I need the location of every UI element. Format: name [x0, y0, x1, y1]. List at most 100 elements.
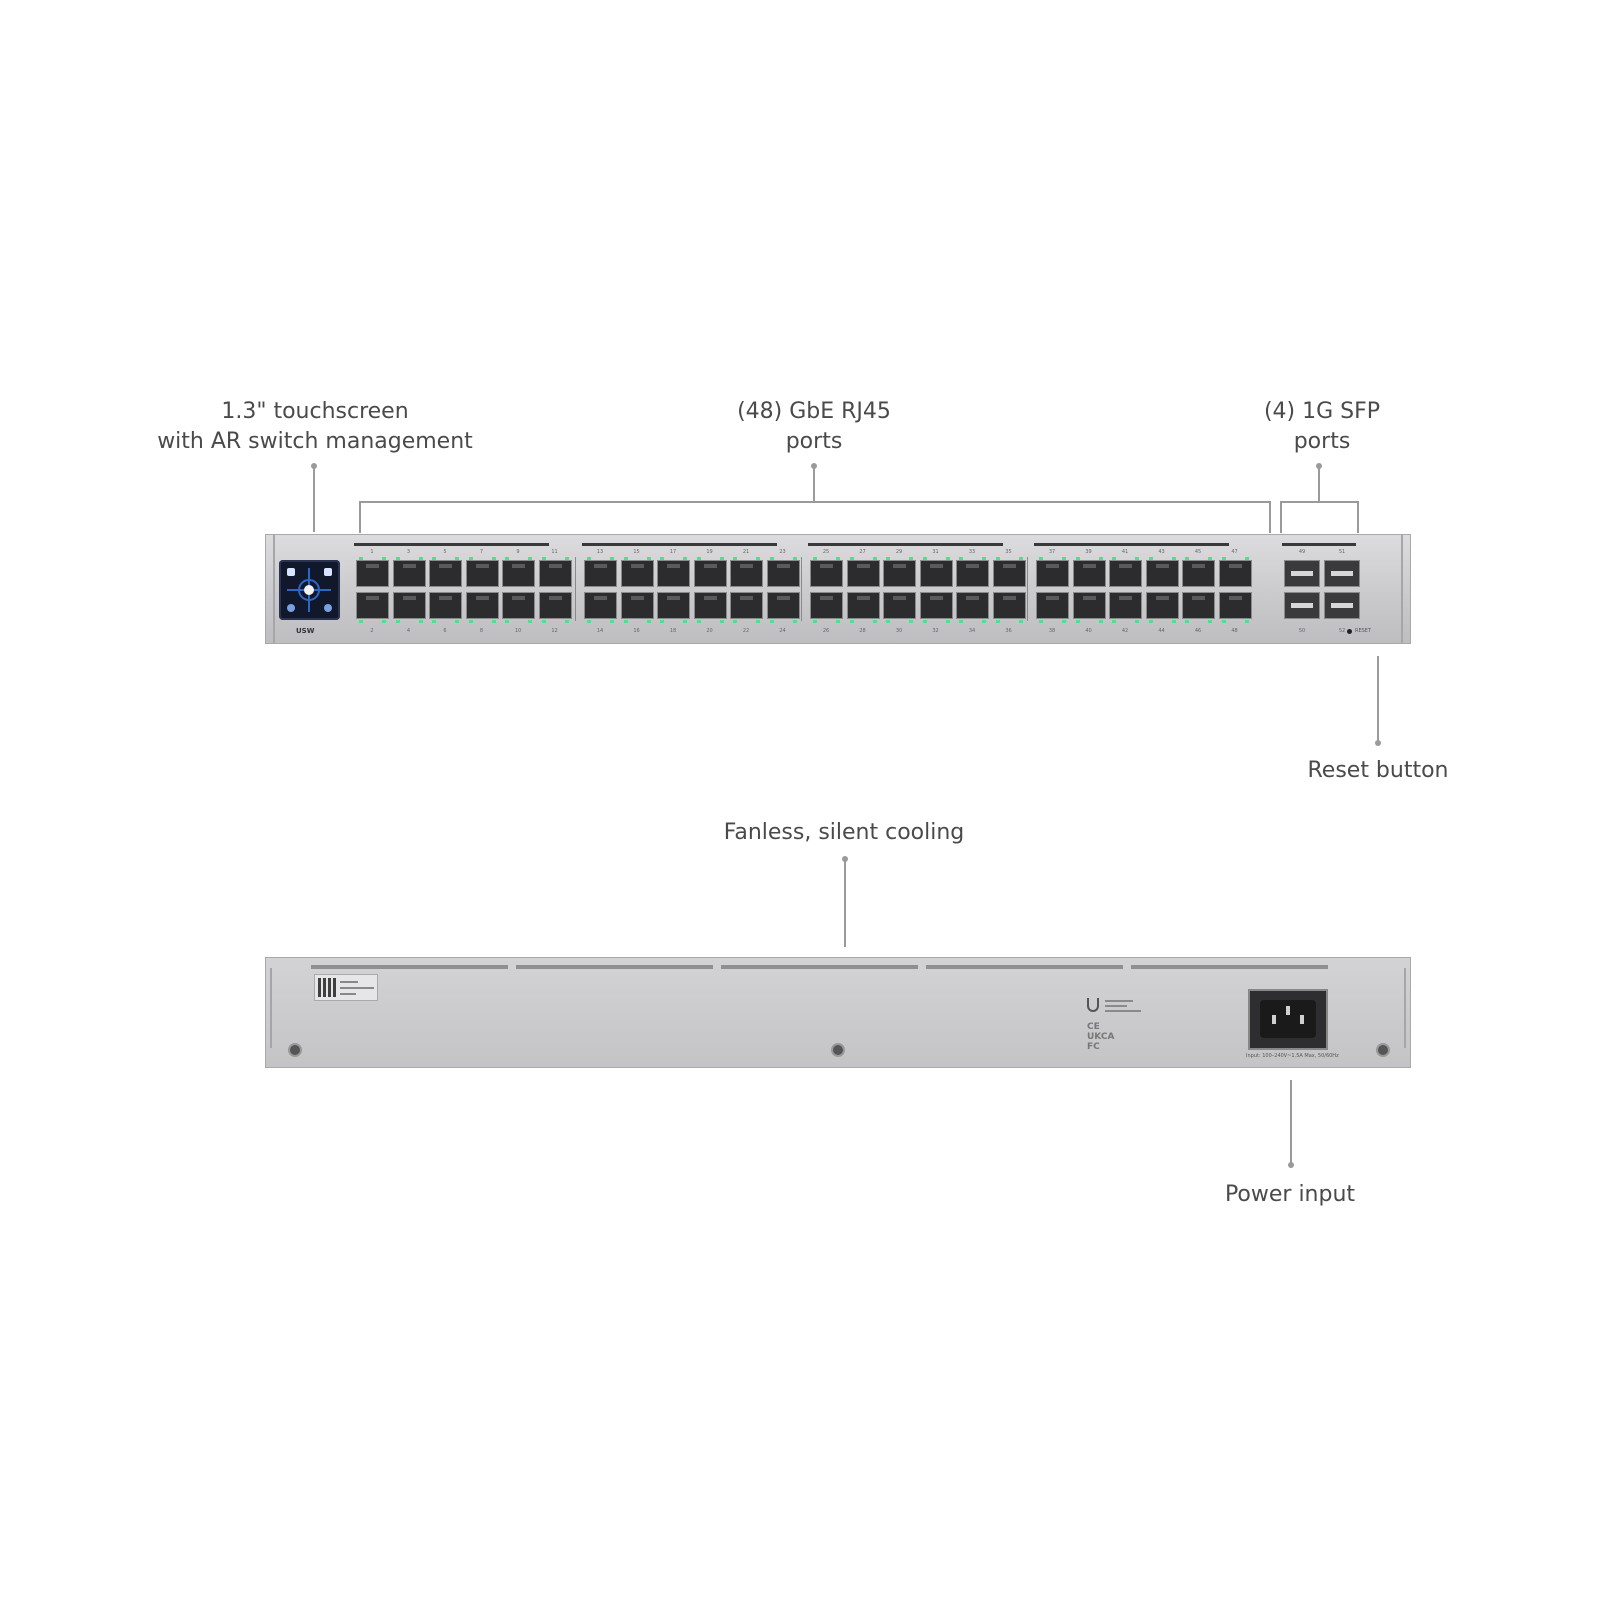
screen-icon-bottomright — [324, 604, 332, 612]
port-status-led — [683, 557, 687, 560]
rj45-port[interactable] — [730, 560, 763, 587]
power-leader-dot — [1288, 1162, 1294, 1168]
power-inlet[interactable] — [1248, 989, 1328, 1050]
rj45-port[interactable] — [1109, 560, 1142, 587]
port-number-bottom: 42 — [1121, 628, 1129, 634]
port-status-led — [1171, 620, 1176, 623]
sfp-port[interactable] — [1284, 560, 1320, 587]
rj45-port[interactable] — [429, 560, 462, 587]
rj45-port[interactable] — [919, 592, 953, 619]
sfp-port[interactable] — [1324, 592, 1360, 619]
port-status-led — [922, 620, 927, 623]
sfp-group-bar — [1282, 543, 1356, 546]
rj45-port[interactable] — [502, 592, 535, 619]
rj45-port[interactable] — [584, 592, 617, 619]
rj45-port[interactable] — [620, 560, 654, 587]
rj45-port[interactable] — [584, 560, 617, 587]
vent-slot — [1131, 965, 1328, 969]
rj45-port[interactable] — [465, 592, 499, 619]
rj45-port[interactable] — [810, 560, 843, 587]
touchscreen-display[interactable] — [279, 560, 340, 620]
rj45-port[interactable] — [992, 592, 1026, 619]
port-status-led — [1039, 557, 1043, 560]
rj45-port[interactable] — [1218, 592, 1252, 619]
rj45-port[interactable] — [1182, 560, 1215, 587]
rj45-port[interactable] — [429, 592, 462, 619]
port-status-led — [1062, 620, 1066, 623]
rj45-port[interactable] — [1145, 592, 1179, 619]
port-status-led — [382, 557, 386, 560]
port-status-led — [982, 557, 986, 560]
rj45-port[interactable] — [766, 592, 800, 619]
port-status-led — [564, 620, 569, 623]
port-number-top: 7 — [479, 549, 484, 555]
rj45-port[interactable] — [1145, 560, 1179, 587]
touchscreen-leader-line — [313, 466, 315, 532]
rj45-port[interactable] — [956, 592, 989, 619]
port-status-led — [491, 620, 496, 623]
rj45-port[interactable] — [883, 560, 916, 587]
rj45-port[interactable] — [766, 560, 800, 587]
rj45-port[interactable] — [620, 592, 654, 619]
port-status-led — [1171, 557, 1176, 560]
sfp-leader-line — [1318, 466, 1320, 502]
rj45-port[interactable] — [992, 560, 1026, 587]
rj45-port[interactable] — [1036, 592, 1069, 619]
sfp-callout: (4) 1G SFP ports — [1222, 397, 1422, 457]
port-status-led — [886, 557, 890, 560]
rj45-port[interactable] — [693, 560, 727, 587]
port-status-led — [733, 557, 737, 560]
rj45-port[interactable] — [883, 592, 916, 619]
rj45-port[interactable] — [846, 560, 880, 587]
rj45-port[interactable] — [956, 560, 989, 587]
port-status-led — [909, 620, 913, 623]
port-status-led — [491, 557, 496, 560]
sfp-port[interactable] — [1284, 592, 1320, 619]
rj45-port[interactable] — [1109, 592, 1142, 619]
port-group-bar — [808, 543, 1003, 546]
rack-ear-left — [273, 535, 275, 643]
rj45-port[interactable] — [538, 560, 572, 587]
port-number-bottom: 34 — [968, 628, 976, 634]
rj45-port[interactable] — [810, 592, 843, 619]
rj45-port[interactable] — [1182, 592, 1215, 619]
rj45-port[interactable] — [392, 560, 426, 587]
rj45-port[interactable] — [1218, 560, 1252, 587]
rj45-port[interactable] — [919, 560, 953, 587]
rj45-port[interactable] — [730, 592, 763, 619]
rj45-port[interactable] — [1036, 560, 1069, 587]
vent-slot — [311, 965, 508, 969]
rj45-port[interactable] — [1072, 592, 1106, 619]
rj45-port[interactable] — [502, 560, 535, 587]
rj45-port[interactable] — [392, 592, 426, 619]
touchscreen-callout-line1: 1.3" touchscreen — [221, 399, 409, 424]
port-number-top: 27 — [859, 549, 866, 555]
rj45-port[interactable] — [657, 592, 690, 619]
port-status-led — [719, 620, 724, 623]
rj45-port[interactable] — [465, 560, 499, 587]
regulatory-text — [1105, 1000, 1133, 1002]
rj45-port[interactable] — [356, 560, 389, 587]
port-status-led — [1112, 557, 1116, 560]
port-number-top: 15 — [633, 549, 640, 555]
rj45-port[interactable] — [356, 592, 389, 619]
rj45-port[interactable] — [1072, 560, 1106, 587]
reset-callout: Reset button — [1307, 758, 1449, 783]
port-status-led — [756, 557, 760, 560]
rj45-port[interactable] — [538, 592, 572, 619]
serial-label-text — [340, 987, 374, 989]
port-status-led — [1185, 620, 1189, 623]
port-status-led — [1018, 557, 1023, 560]
port-status-led — [982, 620, 986, 623]
rj45-callout: (48) GbE RJ45 ports — [694, 397, 934, 457]
rj45-port[interactable] — [846, 592, 880, 619]
reset-button[interactable] — [1347, 629, 1352, 634]
port-status-led — [432, 620, 436, 623]
rj45-port[interactable] — [657, 560, 690, 587]
sfp-number-bottom: 52 — [1338, 628, 1346, 634]
sfp-port[interactable] — [1324, 560, 1360, 587]
regulatory-text — [1105, 1010, 1141, 1012]
sfp-bracket-left — [1280, 501, 1282, 533]
rj45-port[interactable] — [693, 592, 727, 619]
port-status-led — [468, 557, 473, 560]
